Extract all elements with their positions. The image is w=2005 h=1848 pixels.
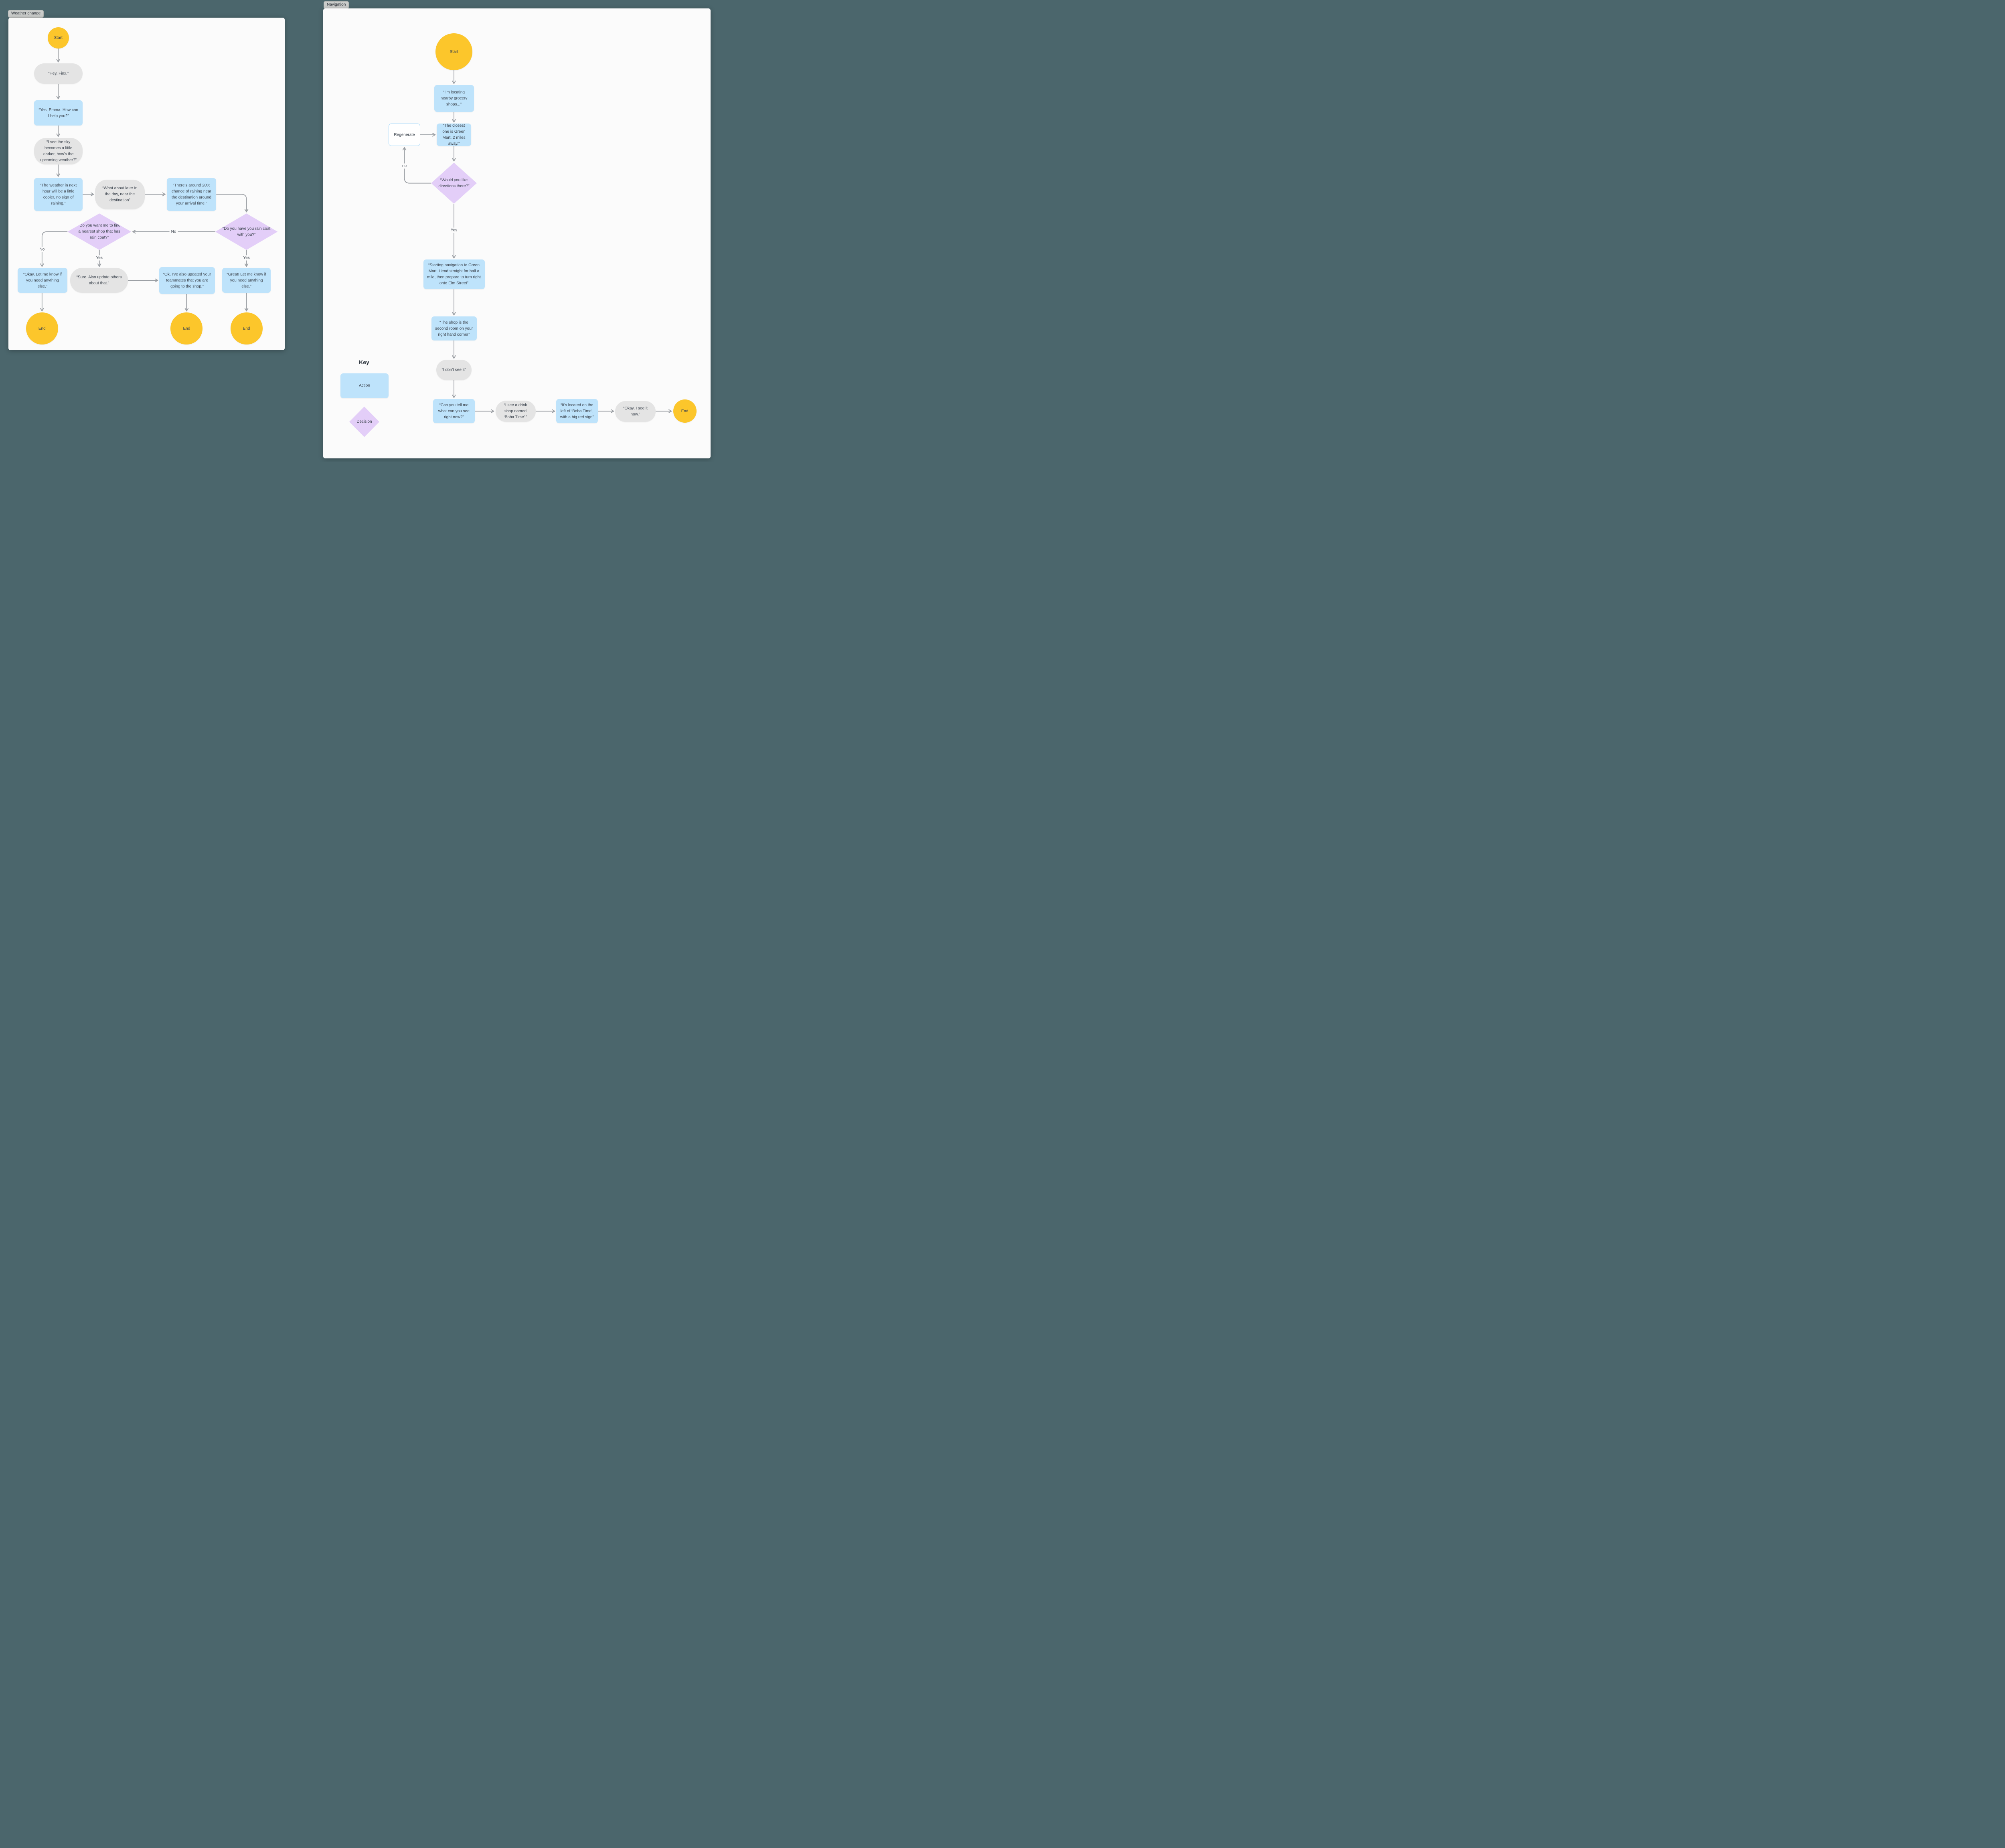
action-closest-green-mart[interactable]: “The closest one is Green Mart, 2 miles … (437, 124, 471, 146)
action-text: “I’m locating nearby grocery shops...” (440, 90, 468, 107)
end-label: End (243, 326, 250, 331)
end-node-2[interactable]: End (170, 312, 203, 344)
action-ok-updated-teammates[interactable]: “Ok, I’ve also updated your teammates th… (159, 267, 215, 294)
edge-label-yes-directions[interactable]: Yes (449, 227, 459, 233)
action-text: “The weather in next hour will be a litt… (40, 183, 77, 206)
key-decision-label: Decision (356, 419, 372, 424)
action-weather-next-hour[interactable]: “The weather in next hour will be a litt… (34, 178, 83, 211)
end-label: End (38, 326, 46, 331)
action-okay-let-me-know[interactable]: “Okay, Let me know if you need anything … (17, 268, 68, 293)
start-label: Start (54, 36, 63, 40)
action-starting-navigation[interactable]: “Starting navigation to Green Mart. Head… (423, 259, 485, 290)
regenerate-label: Regenerate (394, 132, 415, 137)
decision-text: “Do you have you rain coat with you?” (222, 226, 271, 237)
action-20-percent-chance[interactable]: “There’s around 20% chance of raining ne… (166, 178, 217, 211)
utterance-dont-see-it[interactable]: “I don’t see it” (436, 360, 472, 381)
frame-weather-change: Start “Hey, Finx.” “Yes, Emma. How can I… (8, 18, 285, 350)
connector-findshop-okay-no[interactable] (40, 231, 68, 267)
action-text: “It’s located on the left of ‘Boba Time’… (560, 403, 594, 419)
end-node[interactable]: End (673, 399, 697, 423)
action-text: “Starting navigation to Green Mart. Head… (427, 263, 481, 286)
utterance-okay-i-see[interactable]: “Okay, I see it now.” (615, 401, 656, 422)
key-title[interactable]: Key (359, 359, 369, 365)
utterance-hey-finx[interactable]: “Hey, Finx.” (34, 63, 83, 84)
utterance-text: “I see a drink shop named ‘Boba Time’ ” (504, 403, 527, 419)
frame-title-weather-change[interactable]: Weather change (8, 10, 44, 18)
edge-label-no-between-diamonds[interactable]: No (169, 229, 178, 235)
utterance-drink-shop[interactable]: “I see a drink shop named ‘Boba Time’ ” (495, 400, 536, 422)
start-node[interactable]: Start (47, 27, 69, 49)
edge-label-yes-right[interactable]: Yes (241, 255, 251, 261)
utterance-text: “Okay, I see it now.” (623, 406, 648, 417)
end-label: End (183, 326, 190, 331)
utterance-what-about-later[interactable]: “What about later in the day, near the d… (95, 180, 145, 209)
action-located-left-boba[interactable]: “It’s located on the left of ‘Boba Time’… (556, 399, 598, 424)
action-text: “Can you tell me what can you see right … (438, 403, 470, 419)
utterance-text: “Hey, Finx.” (48, 71, 69, 76)
start-node[interactable]: Start (435, 33, 472, 70)
utterance-sky-darker[interactable]: “I see the sky becomes a little darker, … (34, 138, 83, 165)
utterance-sure-update[interactable]: “Sure. Also update others about that.” (70, 268, 128, 293)
end-node-1[interactable]: End (26, 312, 58, 344)
action-text: “The shop is the second room on your rig… (435, 320, 473, 337)
action-text: “The closest one is Green Mart, 2 miles … (442, 124, 466, 146)
action-text: “Ok, I’ve also updated your teammates th… (163, 272, 211, 289)
regenerate-node[interactable]: Regenerate (389, 124, 420, 146)
utterance-text: “I don’t see it” (442, 368, 466, 373)
utterance-text: “I see the sky becomes a little darker, … (40, 140, 77, 163)
key-action-label: Action (359, 383, 370, 388)
action-text: “Okay, Let me know if you need anything … (23, 272, 62, 289)
connector-chance-raincoat[interactable] (216, 194, 249, 213)
action-shop-second-room[interactable]: “The shop is the second room on your rig… (431, 316, 477, 340)
key-action-sample[interactable]: Action (340, 373, 389, 398)
action-text: “Yes, Emma. How can I help you?” (38, 107, 78, 118)
figjam-canvas: Weather change Start (0, 0, 717, 462)
edge-label-no-left-branch[interactable]: No (38, 247, 47, 252)
weather-connectors (40, 49, 249, 312)
connector-directions-regenerate-no[interactable] (402, 147, 431, 184)
edge-label-no-regenerate[interactable]: no (400, 163, 409, 169)
frame-navigation: Start “I’m locating nearby grocery shops… (323, 8, 711, 458)
action-great-let-me-know[interactable]: “Great! Let me know if you need anything… (222, 268, 271, 293)
action-text: “There’s around 20% chance of raining ne… (172, 183, 212, 206)
frame-title-navigation[interactable]: Navigation (324, 1, 349, 9)
utterance-text: “Sure. Also update others about that.” (76, 275, 122, 286)
edge-label-yes-left[interactable]: Yes (94, 255, 104, 261)
utterance-text: “What about later in the day, near the d… (102, 186, 138, 203)
navigation-connectors (402, 70, 672, 413)
action-text: “Great! Let me know if you need anything… (227, 272, 266, 289)
action-yes-emma[interactable]: “Yes, Emma. How can I help you?” (34, 100, 83, 126)
decision-text: “Do you want me to find a nearest shop t… (78, 223, 121, 240)
decision-text: “Would you like directions there?” (438, 178, 470, 188)
action-locating-shops[interactable]: “I’m locating nearby grocery shops...” (434, 85, 474, 112)
end-node-3[interactable]: End (230, 312, 263, 344)
start-label: Start (450, 49, 458, 54)
action-can-you-tell[interactable]: “Can you tell me what can you see right … (433, 399, 475, 424)
end-label: End (681, 409, 689, 413)
